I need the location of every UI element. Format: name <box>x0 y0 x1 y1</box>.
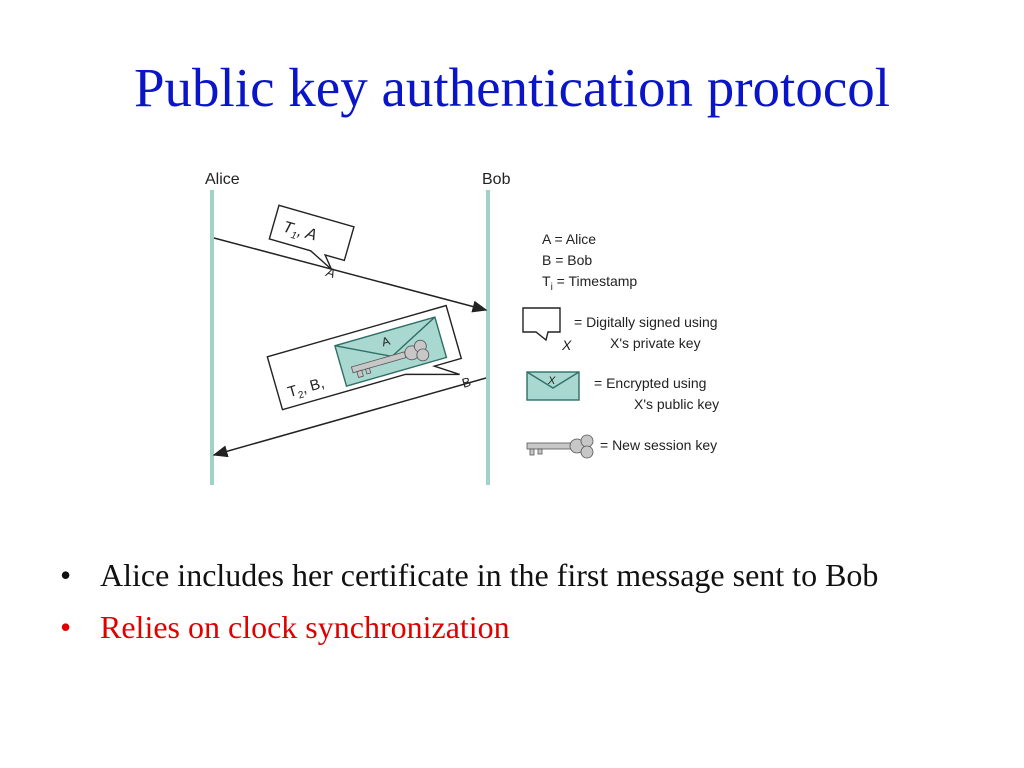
svg-text:T1, A: T1, A <box>280 219 318 248</box>
bob-label: Bob <box>482 171 511 188</box>
legend: A = Alice B = Bob Ti = Timestamp X = Dig… <box>522 231 719 459</box>
legend-encrypted-1: = Encrypted using <box>594 375 706 391</box>
alice-label: Alice <box>205 171 240 188</box>
message-2-arrow <box>212 377 487 458</box>
legend-encrypted-var: X <box>547 375 556 387</box>
bullet-text: Relies on clock synchronization <box>100 609 510 645</box>
msg2-rest: , B, <box>300 375 326 398</box>
legend-signed-1: = Digitally signed using <box>574 314 718 330</box>
legend-bob: B = Bob <box>542 252 592 268</box>
msg2-t-sub: 2 <box>297 389 306 401</box>
bullet-marker: • <box>60 557 72 593</box>
session-key-icon <box>526 434 594 459</box>
envelope-key-owner: A <box>380 334 392 350</box>
message-1-signed-box: T1, A A <box>268 204 355 281</box>
protocol-diagram: Alice Bob T1, A A T2, B, A <box>205 171 719 485</box>
msg1-rest: , A <box>296 223 319 245</box>
bullet-item-certificate: • Alice includes her certificate in the … <box>60 555 980 595</box>
bullet-item-clock-sync: • Relies on clock synchronization <box>60 607 980 647</box>
legend-alice: A = Alice <box>542 231 596 247</box>
legend-encrypted-2: X's public key <box>634 396 719 412</box>
msg1-signer: A <box>324 264 337 281</box>
message-2-envelope-icon: A <box>334 316 448 387</box>
session-key-in-envelope-icon <box>350 339 430 378</box>
message-2-signed-box: T2, B, A B <box>266 304 473 411</box>
legend-signed-var: X <box>561 337 572 353</box>
bullet-text: Alice includes her certificate in the fi… <box>100 557 879 593</box>
signed-box-icon <box>522 307 561 342</box>
bullet-marker: • <box>60 609 72 645</box>
msg2-t: T <box>286 382 300 401</box>
slide-title: Public key authentication protocol <box>133 57 891 118</box>
bullet-list: • Alice includes her certificate in the … <box>60 555 980 659</box>
message-1-arrow <box>213 237 488 313</box>
legend-signed-2: X's private key <box>610 335 701 351</box>
msg2-signer: B <box>460 374 472 391</box>
svg-text:T2, B,: T2, B, <box>286 375 327 404</box>
envelope-icon: X <box>526 371 580 401</box>
legend-session-key: = New session key <box>600 437 717 453</box>
legend-timestamp: Ti = Timestamp <box>542 273 637 293</box>
msg1-t-sub: 1 <box>289 230 297 242</box>
